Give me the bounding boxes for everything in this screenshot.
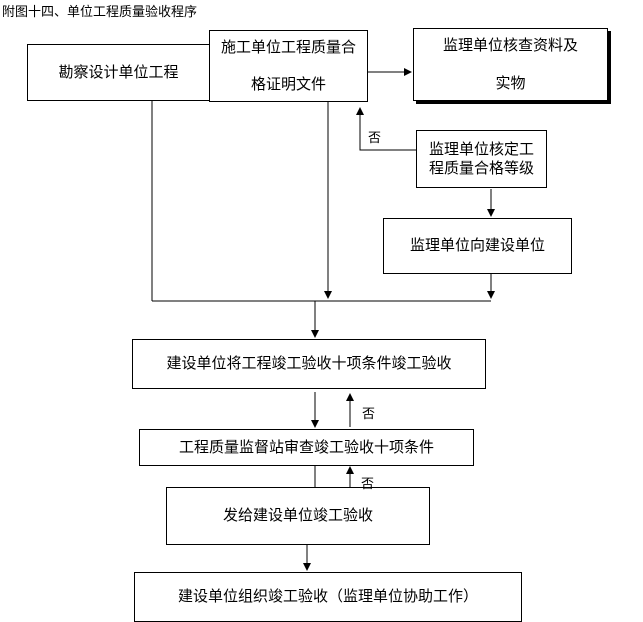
organize-acceptance-box: 建设单位组织竣工验收（监理单位协助工作）: [134, 572, 522, 622]
supervision-check-box: 监理单位核查资料及 实物: [413, 28, 608, 101]
owner-acceptance-box: 建设单位将工程竣工验收十项条件竣工验收: [132, 339, 486, 389]
no-label-3: 否: [361, 477, 375, 492]
issue-acceptance-label: 发给建设单位竣工验收: [222, 506, 373, 525]
issue-acceptance-box: 发给建设单位竣工验收: [166, 487, 430, 545]
supervision-to-owner-label: 监理单位向建设单位: [409, 236, 545, 255]
supervision-to-owner-box: 监理单位向建设单位: [383, 218, 572, 274]
survey-design-label: 勘察设计单位工程: [58, 62, 179, 81]
supervision-grade-line2: 程质量合格等级: [428, 159, 534, 177]
construction-label-line1: 施工单位工程质量合: [220, 37, 356, 56]
no-label-1: 否: [368, 131, 382, 146]
construction-certificate-box: 施工单位工程质量合 格证明文件: [209, 30, 368, 102]
owner-acceptance-label: 建设单位将工程竣工验收十项条件竣工验收: [166, 354, 452, 373]
diagram-title: 附图十四、单位工程质量验收程序: [2, 5, 198, 20]
arrow-no-back-construction: [356, 107, 416, 151]
survey-design-box: 勘察设计单位工程: [27, 44, 210, 101]
organize-acceptance-label: 建设单位组织竣工验收（监理单位协助工作）: [177, 587, 478, 606]
construction-label-line2: 格证明文件: [250, 75, 326, 93]
supervision-check-line1: 监理单位核查资料及: [442, 36, 578, 54]
no-label-2: 否: [362, 407, 376, 422]
supervision-grade-box: 监理单位核定工 程质量合格等级: [416, 130, 547, 188]
quality-station-box: 工程质量监督站审查竣工验收十项条件: [139, 429, 474, 466]
supervision-check-line2: 实物: [495, 73, 526, 92]
quality-station-label: 工程质量监督站审查竣工验收十项条件: [178, 437, 434, 456]
supervision-grade-line1: 监理单位核定工: [428, 139, 534, 158]
